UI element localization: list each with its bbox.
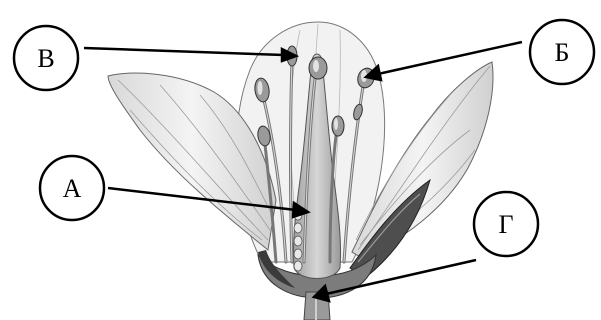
label-v: В xyxy=(37,44,54,73)
pointer-line-b xyxy=(378,42,522,74)
label-g: Г xyxy=(498,210,513,239)
anther xyxy=(332,116,344,136)
label-b-right-marker: Б xyxy=(530,20,594,84)
pointer-line-v xyxy=(84,48,284,55)
label-g-marker: Г xyxy=(474,192,538,256)
label-a: А xyxy=(63,174,82,203)
label-b-marker: В xyxy=(14,26,78,90)
label-b: Б xyxy=(555,38,570,67)
label-a-marker: А xyxy=(40,156,104,220)
ovules xyxy=(294,210,302,271)
